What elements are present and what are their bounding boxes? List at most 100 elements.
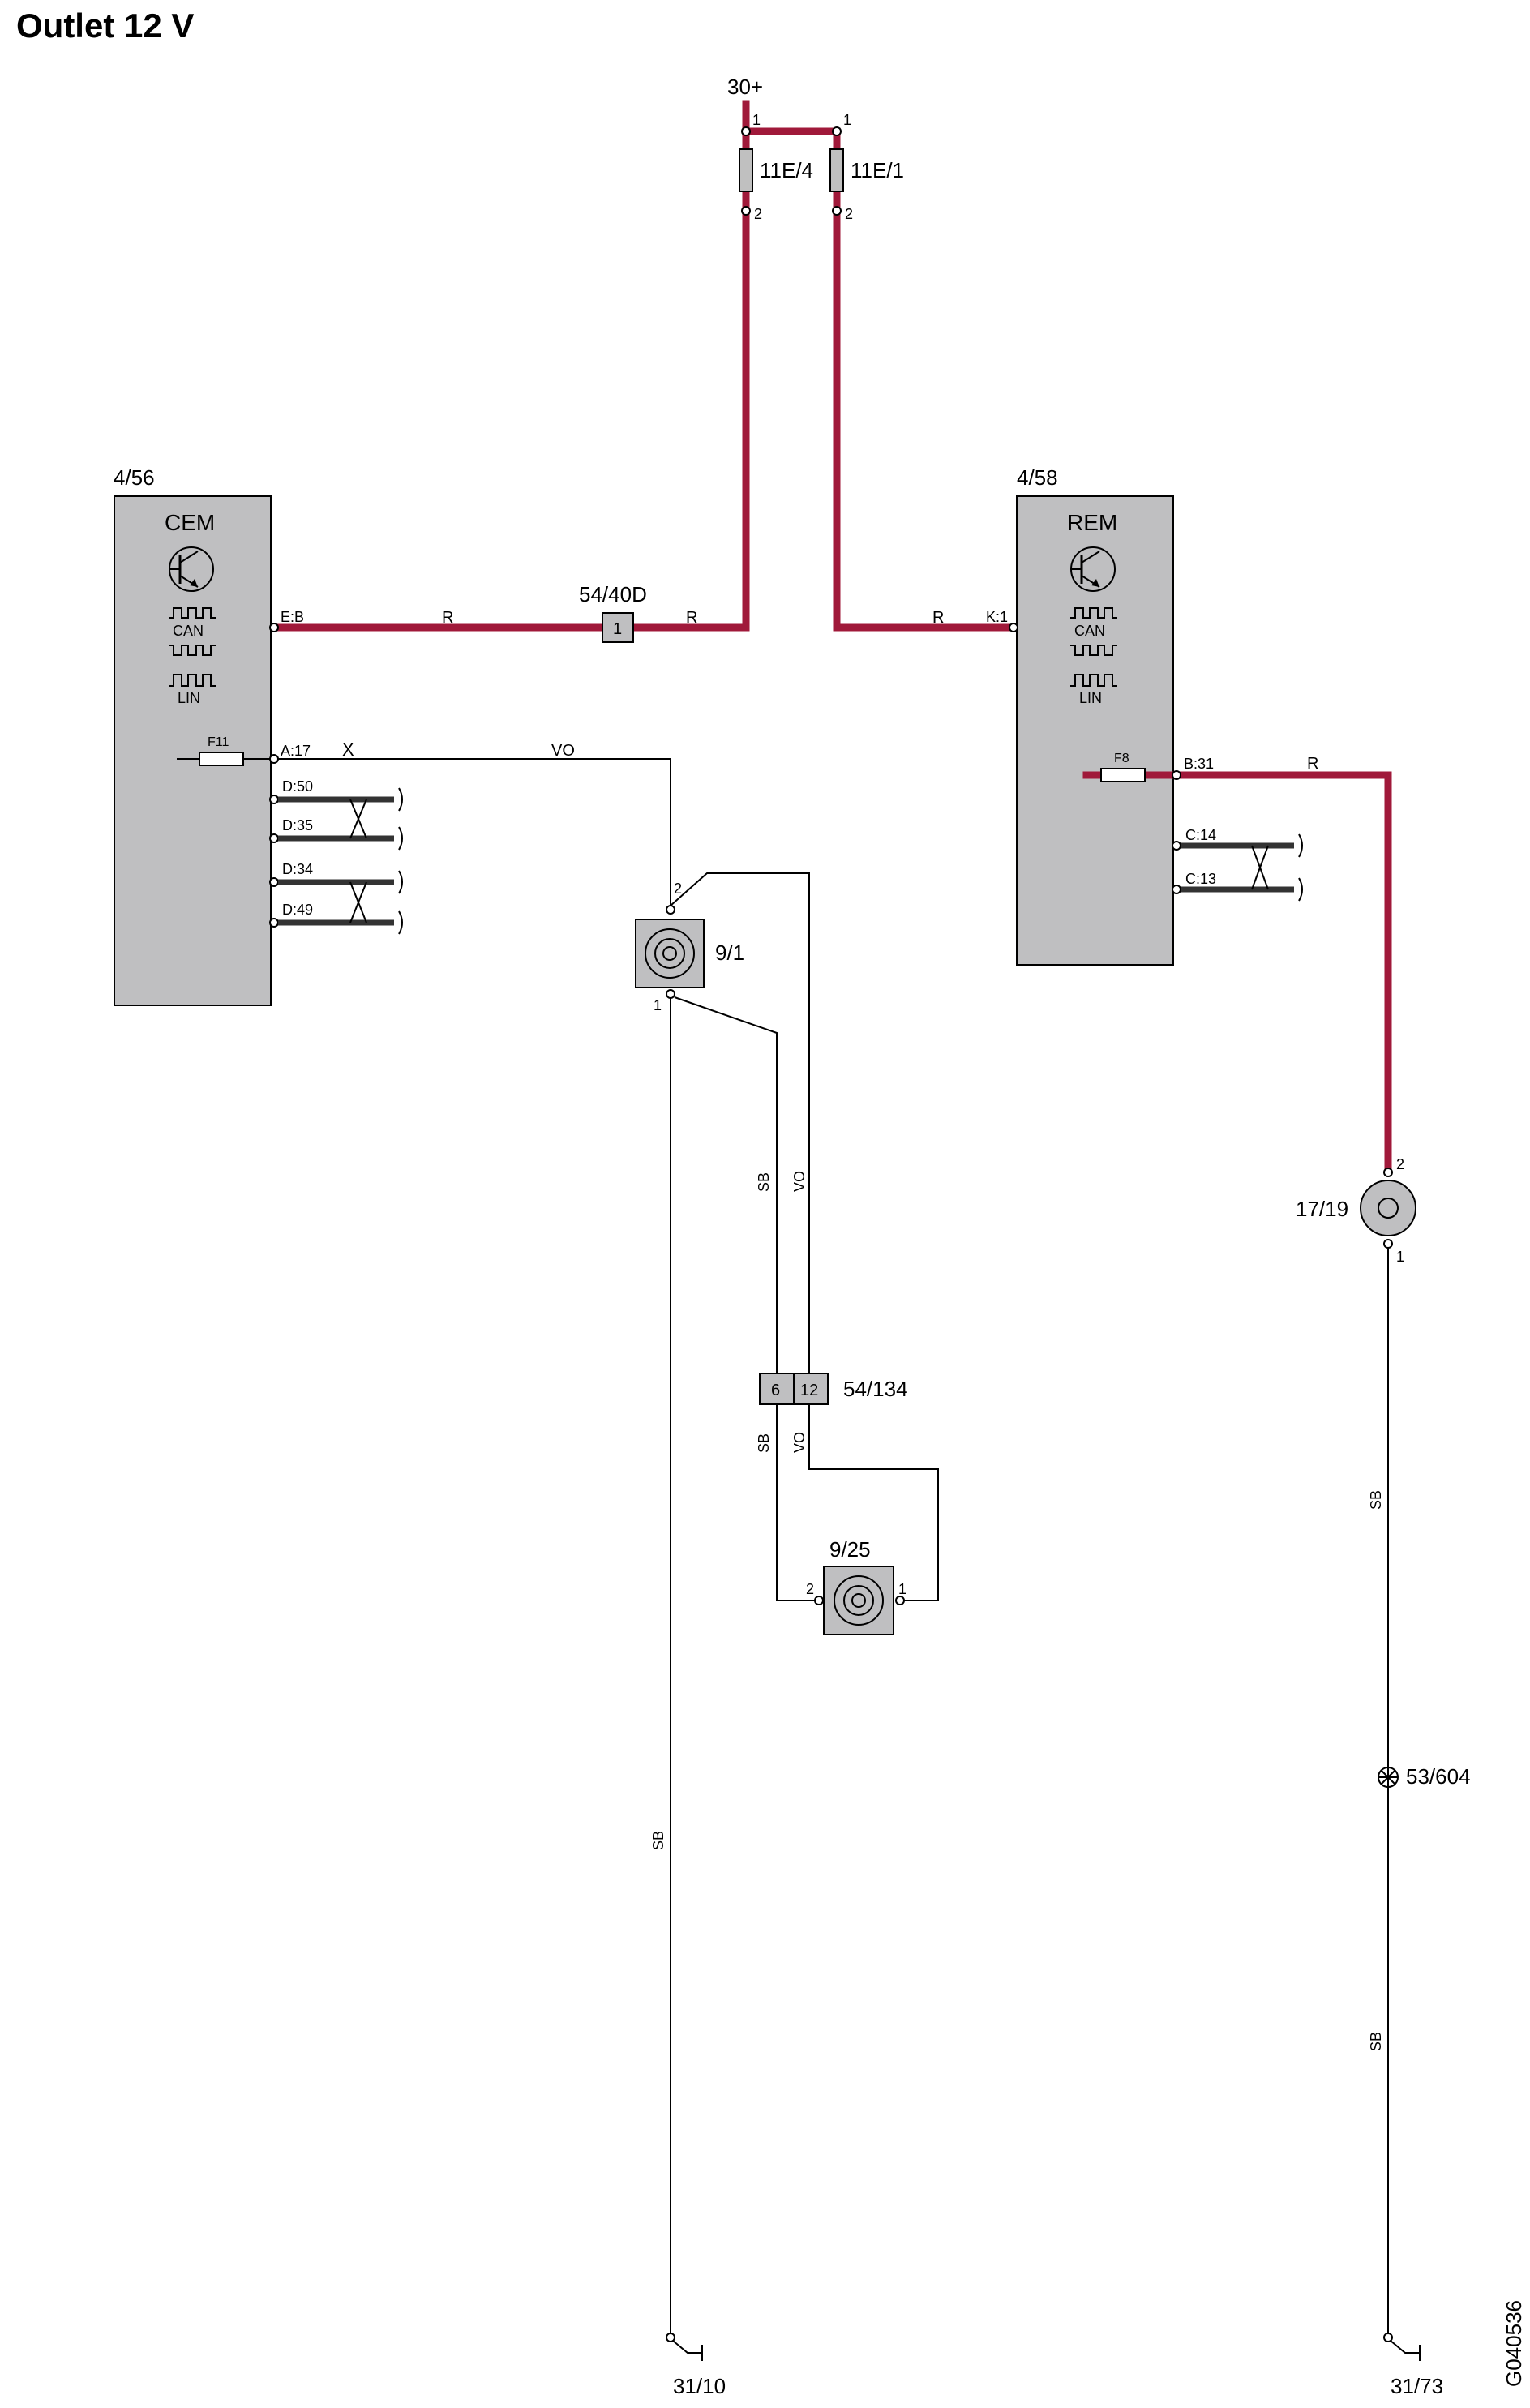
connector-pin-label: 6 [771, 1382, 780, 1399]
pin-label: 2 [806, 1581, 814, 1597]
socket-icon [645, 928, 695, 979]
lin-bus-icon [1070, 674, 1117, 687]
pin-label: C:13 [1185, 871, 1216, 887]
ground-pin [1383, 2333, 1393, 2342]
socket-icon [834, 1575, 884, 1626]
fuse-11e1: 1 2 11E/1 [829, 112, 904, 222]
pin-e-b [269, 623, 279, 632]
connector-pin-box [602, 612, 634, 643]
transistor-icon [1070, 546, 1116, 592]
pin-label: 2 [674, 881, 682, 897]
pin-label: 1 [1396, 1249, 1404, 1265]
wire-color-sb: SB [1368, 2032, 1384, 2051]
connector-pin-box [793, 1373, 829, 1405]
rem-module: 4/58 REM CAN LIN K:1 F8 B:31 C:14 [986, 465, 1392, 1172]
module-body [114, 495, 272, 1006]
connector-label: 54/134 [843, 1377, 908, 1401]
connector-pin-label: 1 [613, 620, 622, 638]
lin-label: LIN [178, 690, 200, 706]
fuse-pin [832, 206, 842, 216]
fuse-pin-label: 1 [843, 112, 851, 128]
pin-label: 2 [1396, 1156, 1404, 1172]
connector-label: 54/40D [579, 582, 647, 606]
supply-label: 30+ [727, 75, 763, 99]
rem-can-bus-wires [1181, 833, 1303, 902]
outlet-label: 9/25 [829, 1537, 871, 1562]
wire-color-r: R [442, 609, 453, 627]
wire-color-r: R [686, 609, 697, 627]
pin-label: D:49 [282, 902, 313, 918]
pin-label: 1 [898, 1581, 906, 1597]
outlet-pin [814, 1596, 824, 1605]
connector-54-40d: 54/40D 1 [579, 582, 647, 643]
ground-icon [1390, 2340, 1420, 2354]
pin-k-1 [1009, 623, 1018, 632]
vo-wire [670, 872, 810, 1373]
splice-53-604: 53/604 [1378, 1764, 1471, 1789]
cem-can-bus-wires [278, 787, 403, 935]
outlet-pin [666, 905, 675, 915]
connector-pin-label: 12 [800, 1382, 818, 1399]
outlet-pin [1383, 1239, 1393, 1249]
fuse-pin [741, 126, 751, 136]
outlet-pin [895, 1596, 905, 1605]
module-ref: 4/56 [114, 465, 155, 490]
sb-wire [674, 996, 778, 1373]
outlet-body [823, 1566, 894, 1635]
module-ref: 4/58 [1017, 465, 1058, 490]
outlet-label: 17/19 [1296, 1197, 1348, 1221]
pin-d-50 [269, 795, 279, 804]
wire-color-sb: SB [756, 1433, 772, 1453]
wire-color-sb: SB [1368, 1490, 1384, 1510]
wire-color-r: R [1307, 755, 1318, 773]
outlet-pin [666, 989, 675, 999]
fuse-body [829, 148, 844, 192]
can-bus-icon [169, 607, 216, 656]
fuse-label: 11E/1 [851, 158, 904, 182]
transistor-icon [169, 546, 214, 592]
sb-wire [776, 1404, 819, 1601]
connector-54-134: 6 12 54/134 [759, 1373, 908, 1405]
fuse-pin-label: 2 [754, 206, 762, 222]
wire-color-sb: SB [650, 1831, 666, 1850]
fuse-pin-label: 2 [845, 206, 853, 222]
fuse-pin [832, 126, 842, 136]
wire-color-vo: VO [791, 1432, 808, 1453]
wire-color-sb: SB [756, 1172, 772, 1192]
fuse-label: 11E/4 [760, 158, 813, 182]
outlet-feed-wire [278, 758, 671, 892]
ground-icon [672, 2340, 702, 2354]
fuse-pin [741, 206, 751, 216]
wire-color-vo: VO [791, 1171, 808, 1192]
module-name: REM [1067, 510, 1117, 535]
pin-d-35 [269, 833, 279, 843]
module-name: CEM [165, 510, 215, 535]
splice-label: 53/604 [1406, 1764, 1471, 1789]
page-title: Outlet 12 V [16, 6, 194, 45]
lin-label: LIN [1079, 690, 1102, 706]
can-label: CAN [173, 623, 204, 639]
ground-31-73: 31/73 [1383, 2333, 1443, 2398]
pin-b-31 [1172, 770, 1181, 780]
module-body [1016, 495, 1174, 966]
outlet-label: 9/1 [715, 940, 744, 965]
outlet-9-1: 2 1 9/1 [635, 881, 744, 1013]
socket-icon [1378, 1198, 1399, 1219]
pin-c-13 [1172, 885, 1181, 894]
pin-label: D:34 [282, 861, 313, 877]
outlet-body [635, 919, 705, 988]
pin-label: D:35 [282, 817, 313, 833]
fuse-pin-label: 1 [752, 112, 761, 128]
wire-color-r: R [932, 609, 944, 627]
fuse-11e4: 1 2 11E/4 [739, 112, 813, 222]
pin-a-17 [269, 754, 279, 764]
lin-bus-icon [169, 674, 216, 687]
pin-label: D:50 [282, 778, 313, 795]
fuse-body [739, 148, 753, 192]
ground-label: 31/10 [673, 2374, 726, 2398]
ground-31-10: 31/10 [666, 2333, 726, 2398]
fuse-f8 [1100, 768, 1146, 782]
outlet-pin [1383, 1168, 1393, 1177]
pin-d-49 [269, 918, 279, 928]
